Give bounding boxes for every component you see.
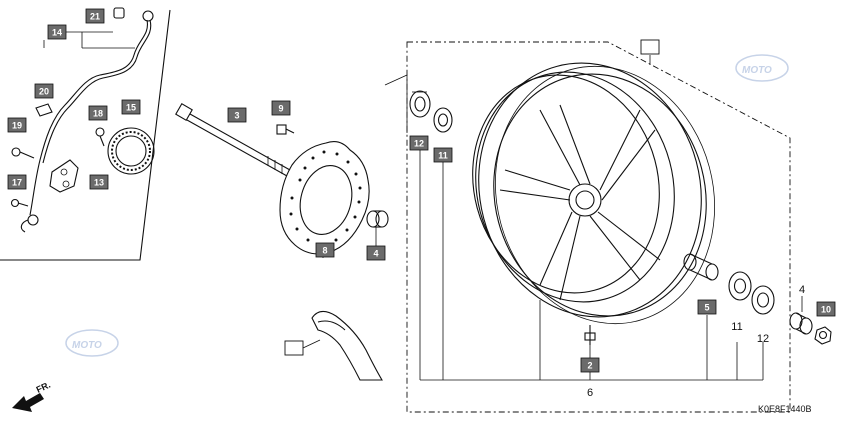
fender-piece xyxy=(302,310,383,381)
svg-text:2: 2 xyxy=(587,361,592,371)
part-tag-21: 21 xyxy=(85,8,105,24)
leader-lines xyxy=(43,31,803,381)
part-tag-17: 17 xyxy=(7,174,27,190)
bearing-bracket-left xyxy=(384,74,408,133)
wheel-assembly-boundary xyxy=(406,41,791,413)
svg-text:MOTO: MOTO xyxy=(72,340,102,351)
bolt-17-small xyxy=(10,198,29,208)
bearing-11-left xyxy=(433,107,453,133)
bearing-12-right xyxy=(751,285,775,315)
abs-sensor-cable xyxy=(20,7,154,233)
svg-text:15: 15 xyxy=(126,103,136,113)
disc-bolt-9 xyxy=(276,124,295,135)
svg-text:18: 18 xyxy=(93,109,103,119)
part-tag-19: 19 xyxy=(7,117,27,133)
axle-nut-10 xyxy=(814,326,832,345)
part-tag-15: 15 xyxy=(121,99,141,115)
svg-text:17: 17 xyxy=(12,178,22,188)
side-collar-4-right xyxy=(789,312,813,335)
svg-text:20: 20 xyxy=(39,87,49,97)
bearing-12-left xyxy=(409,90,431,118)
watermark-bottom-left: MOTO xyxy=(65,329,119,357)
svg-text:19: 19 xyxy=(12,121,22,131)
part-tag-5: 5 xyxy=(697,299,717,315)
watermark-top-right: MOTO xyxy=(735,54,789,82)
sensor-panel-border xyxy=(0,9,171,261)
part-tag-9: 9 xyxy=(271,100,291,116)
part-tag-11-left: 11 xyxy=(433,147,453,163)
part-tag-20: 20 xyxy=(34,83,54,99)
cable-clamp-20 xyxy=(35,103,53,117)
distance-collar-5 xyxy=(683,253,719,281)
svg-text:12: 12 xyxy=(414,139,424,149)
svg-text:4: 4 xyxy=(373,249,378,259)
fender-callout-box xyxy=(284,340,304,356)
part-tag-14: 14 xyxy=(47,24,67,40)
front-axle-3 xyxy=(175,103,291,177)
wheel-assembly-callout-box xyxy=(640,39,660,55)
cast-wheel xyxy=(472,62,707,318)
bolt-18 xyxy=(95,127,105,147)
svg-text:21: 21 xyxy=(90,12,100,22)
svg-text:11: 11 xyxy=(438,151,448,161)
part-tag-2: 2 xyxy=(580,357,600,373)
sensor-stay-13 xyxy=(49,159,79,193)
air-valve-2 xyxy=(584,325,596,358)
part-tag-13: 13 xyxy=(89,174,109,190)
brake-disc-8 xyxy=(279,141,370,258)
label-12-right: 12 xyxy=(757,333,769,345)
part-tag-4: 4 xyxy=(366,245,386,261)
side-collar-4-left xyxy=(366,210,389,246)
part-tag-10: 10 xyxy=(816,301,836,317)
label-11-right: 11 xyxy=(731,321,742,333)
label-4-right: 4 xyxy=(799,284,805,296)
svg-text:5: 5 xyxy=(704,303,709,313)
svg-text:8: 8 xyxy=(322,246,327,256)
svg-text:3: 3 xyxy=(234,111,239,121)
part-tag-3: 3 xyxy=(227,107,247,123)
bolt-19 xyxy=(11,147,35,159)
tire-outline xyxy=(494,65,716,325)
bearing-11-right xyxy=(728,271,752,301)
diagram-code: K0E8F1440B xyxy=(758,404,812,414)
label-6: 6 xyxy=(587,387,593,399)
svg-text:MOTO: MOTO xyxy=(742,65,772,76)
part-tag-18: 18 xyxy=(88,105,108,121)
svg-text:FR.: FR. xyxy=(35,380,52,395)
svg-text:10: 10 xyxy=(821,305,831,315)
svg-text:9: 9 xyxy=(278,104,283,114)
part-tag-8: 8 xyxy=(315,242,335,258)
svg-text:13: 13 xyxy=(94,178,104,188)
front-direction-arrow: FR. xyxy=(12,380,52,412)
svg-text:14: 14 xyxy=(52,28,62,38)
part-tag-12-left: 12 xyxy=(409,135,429,151)
pulser-ring-15 xyxy=(107,127,155,175)
